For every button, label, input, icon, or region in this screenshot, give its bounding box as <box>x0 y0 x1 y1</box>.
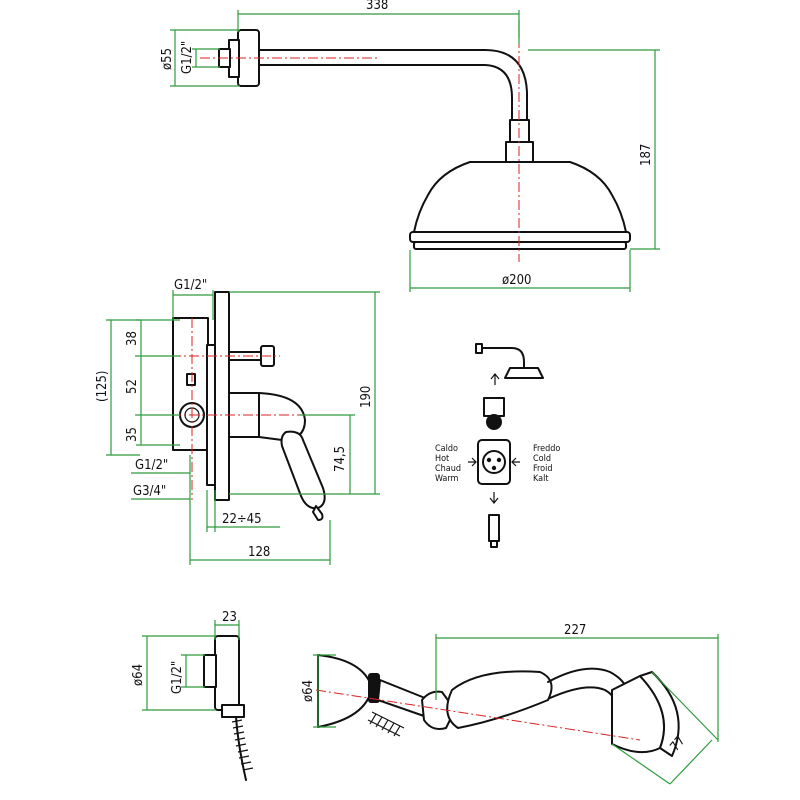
flow-left-label-2: Chaud <box>435 464 461 474</box>
mixer-valve-dimensions: G1/2" 38 52 35 (125) 190 74,5 G1/2" G3/4… <box>95 278 380 565</box>
flow-outlet-port <box>486 414 502 430</box>
shower-head-rim <box>409 231 631 243</box>
outlet-diameter-label: ø64 <box>131 664 146 686</box>
outlet-wall-plate <box>214 635 240 711</box>
hand-centerline <box>315 689 641 741</box>
flow-hand-outlet <box>488 514 500 542</box>
flow-valve-body <box>477 439 511 485</box>
arm-flange-diameter-label: ø55 <box>160 48 175 70</box>
flow-cold-arrow <box>511 457 520 467</box>
outlet-width-label: 23 <box>222 610 237 625</box>
valve-height-label: 190 <box>359 386 374 408</box>
depth-range-label: 22÷45 <box>222 512 262 527</box>
flow-arm-icon <box>479 347 525 369</box>
outlet-nut <box>221 704 245 718</box>
wall-outlet-assembly <box>203 635 254 781</box>
arm-length-label: 338 <box>366 0 388 13</box>
dim-52-label: 52 <box>125 379 140 394</box>
flow-right-label-2: Froid <box>533 464 552 474</box>
overall-depth-label: 128 <box>248 545 270 560</box>
bracket-diameter-label: ø64 <box>301 680 316 702</box>
hand-length-label: 227 <box>564 623 586 638</box>
wall-outlet-dimensions: 23 ø64 G1/2" <box>131 610 240 711</box>
dim-35-label: 35 <box>125 427 140 442</box>
hand-shower-assembly <box>315 654 680 757</box>
valve-bottom-thread-label: G1/2" <box>135 458 168 473</box>
flow-left-label-1: Hot <box>435 454 449 464</box>
flow-right-label-3: Kalt <box>533 474 549 484</box>
hand-neck-bottom <box>549 686 616 701</box>
dim-125-label: (125) <box>95 371 110 402</box>
handle-tip <box>312 505 324 521</box>
flow-diagram: Caldo Hot Chaud Warm Freddo Cold Froid K… <box>435 343 560 548</box>
outlet-thread <box>203 654 217 688</box>
flow-left-label-3: Warm <box>435 474 459 484</box>
shower-arm-assembly <box>200 20 631 262</box>
arm-thread-label: G1/2" <box>180 41 195 74</box>
hand-shower-dimensions: 227 ø64 77 <box>301 623 719 785</box>
flow-showerhead-icon <box>504 367 544 379</box>
flow-right-label-1: Cold <box>533 454 551 464</box>
shower-head-bell <box>413 161 627 233</box>
arm-tube-bottom <box>258 64 513 121</box>
valve-inlet-thread-label: G3/4" <box>133 484 166 499</box>
flow-right-label-0: Freddo <box>533 444 560 454</box>
outlet-hose <box>235 716 247 781</box>
flow-hot-arrow <box>468 457 477 467</box>
handle-dim-label: 74,5 <box>333 446 348 472</box>
bracket-ring <box>368 673 380 703</box>
flow-left-label-0: Caldo <box>435 444 458 454</box>
mixer-valve-assembly <box>135 291 326 521</box>
flow-valve-top <box>483 397 505 417</box>
bracket-cup <box>317 654 373 728</box>
handle-lever <box>280 430 326 510</box>
head-diameter-label: ø200 <box>502 273 531 288</box>
valve-small-port <box>186 373 196 386</box>
dim-38-label: 38 <box>125 331 140 346</box>
arm-tube-top <box>258 49 528 121</box>
hand-head-rim <box>639 671 680 757</box>
wall-plate <box>214 291 230 501</box>
shower-head-plate <box>413 241 627 250</box>
hand-handle-body <box>446 670 553 729</box>
valve-top-thread-label: G1/2" <box>174 278 207 293</box>
shower-arm-dimensions: 338 ø55 G1/2" 187 ø200 <box>160 0 660 292</box>
head-height-label: 187 <box>639 144 654 166</box>
outlet-thread-label: G1/2" <box>170 661 185 694</box>
hand-head-label: 77 <box>668 734 689 755</box>
